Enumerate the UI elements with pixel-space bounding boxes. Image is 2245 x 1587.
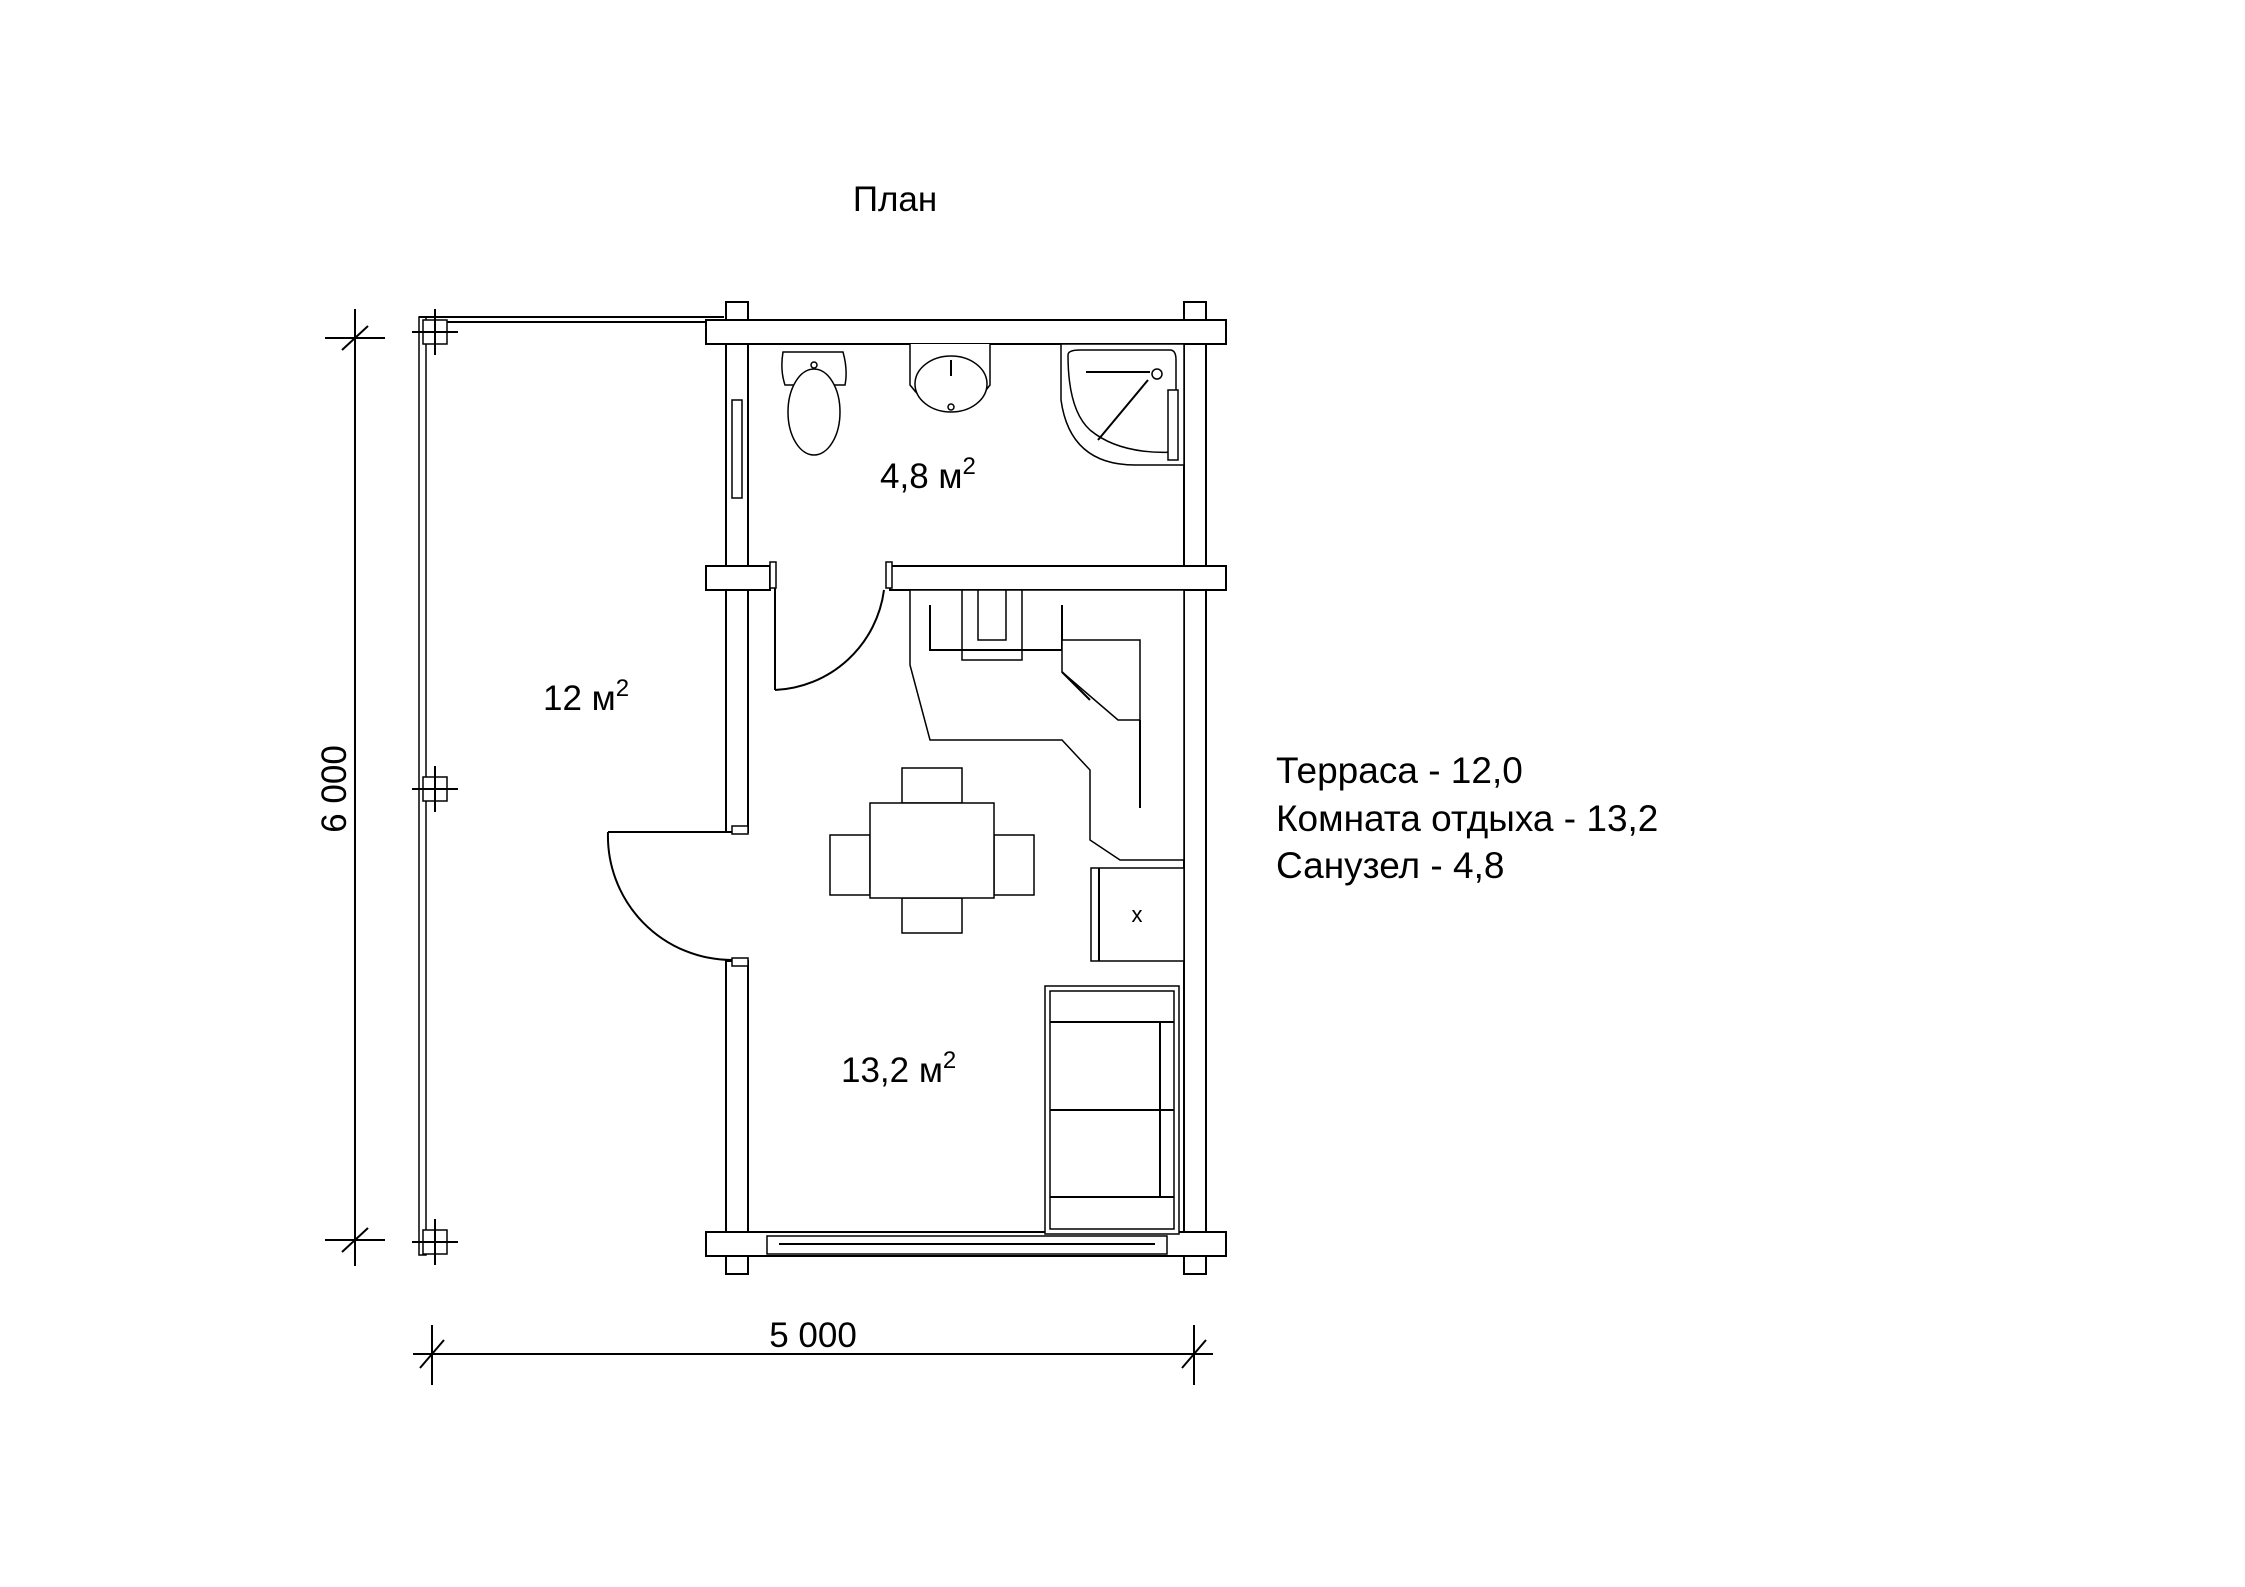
width-label: 5 000 <box>769 1316 857 1355</box>
width-dimension: 5 000 <box>413 1316 1213 1385</box>
plan-title: План <box>853 180 937 219</box>
legend-bathroom: Санузел - 4,8 <box>1276 845 1504 886</box>
height-label: 6 000 <box>315 745 354 833</box>
lounge-area: 13,2 м2 <box>841 1047 956 1090</box>
sink <box>909 344 991 413</box>
bathroom-area: 4,8 м2 <box>880 453 976 496</box>
terrace-post <box>412 766 458 812</box>
bathroom-door[interactable] <box>769 561 893 691</box>
kitchen-counter <box>909 589 1185 861</box>
shower-cabin <box>1060 343 1185 466</box>
legend-terrace: Терраса - 12,0 <box>1276 750 1523 791</box>
entrance-door[interactable] <box>606 825 749 967</box>
legend-lounge: Комната отдыха - 13,2 <box>1276 798 1658 839</box>
terrace-post <box>412 1219 458 1265</box>
height-dimension: 6 000 <box>315 309 385 1266</box>
sofa <box>1044 985 1180 1235</box>
terrace <box>412 309 724 1265</box>
terrace-area: 12 м2 <box>543 675 629 718</box>
stove: x <box>1090 867 1185 962</box>
terrace-post <box>412 309 458 355</box>
area-legend: Терраса - 12,0 Комната отдыха - 13,2 Сан… <box>1276 750 1658 886</box>
toilet <box>781 351 847 456</box>
dining-table <box>829 767 1035 934</box>
stove-mark: x <box>1132 902 1143 927</box>
walls <box>705 301 1227 1275</box>
